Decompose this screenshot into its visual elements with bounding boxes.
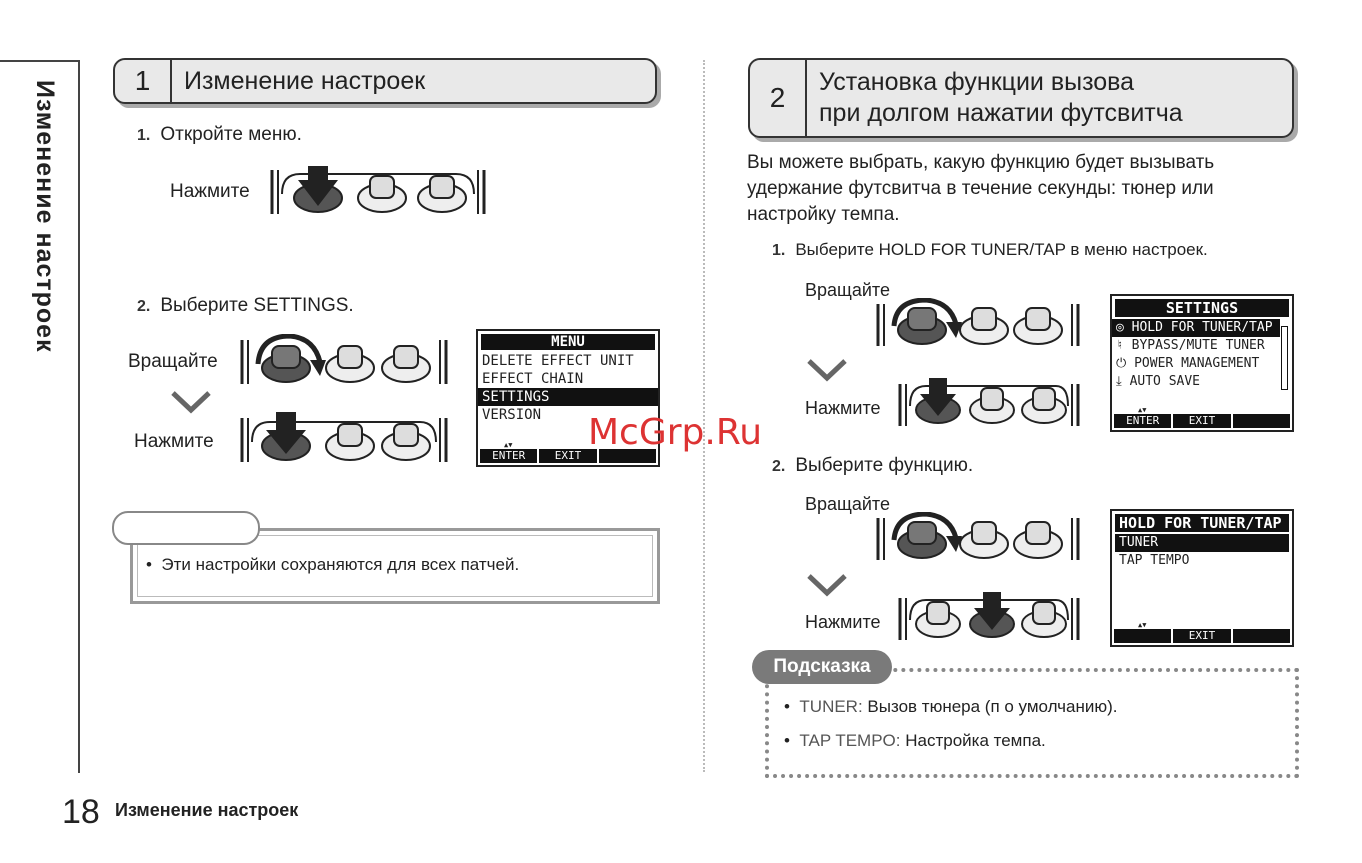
section2-header: 2 Установка функции вызова при долгом на… (748, 58, 1294, 138)
lcd-row: DELETE EFFECT UNIT (482, 353, 634, 369)
step-number: 1. (772, 242, 786, 259)
tip-item: • TAP TEMPO: Настройка темпа. (784, 731, 1046, 750)
lcd-footer-blank (1114, 629, 1172, 643)
pedal-board-press-center-icon (898, 592, 1080, 640)
step-text: Выберите HOLD FOR TUNER/TAP в меню настр… (795, 240, 1208, 259)
lcd-footer-blank (1232, 629, 1290, 643)
lcd-row: VERSION (482, 407, 542, 423)
step-text: Откройте меню. (160, 124, 302, 145)
section1-step1: 1. Откройте меню. (137, 124, 302, 146)
lcd-header: HOLD FOR TUNER/TAP (1115, 514, 1289, 532)
lcd-row: EFFECT CHAIN (482, 371, 584, 387)
lcd-footer: ENTER EXIT (1114, 414, 1290, 428)
section1-step2: 2. Выберите SETTINGS. (137, 295, 354, 317)
press-label: Нажмите (170, 181, 250, 202)
lcd-arrows: ▲▼ (1138, 406, 1147, 414)
section1-number: 1 (115, 60, 172, 102)
lcd-header: SETTINGS (1115, 299, 1289, 317)
step-number: 2. (772, 458, 786, 475)
lcd-row: TAP TEMPO (1119, 553, 1190, 568)
press-label: Нажмите (134, 431, 214, 452)
lcd-arrows: ▲▼ (504, 441, 513, 449)
step-number: 2. (137, 298, 151, 315)
section2-title: Установка функции вызова при долгом нажа… (819, 68, 1183, 127)
pedal-board-rotate-left-icon (240, 334, 448, 384)
lcd-footer-enter: ENTER (1114, 414, 1172, 428)
section2-intro: Вы можете выбрать, какую функцию будет в… (747, 152, 1215, 225)
section1-title: Изменение настроек (184, 66, 426, 95)
tip-key: TUNER: (799, 697, 863, 716)
lcd-row-selected: SETTINGS (478, 388, 658, 406)
section2-step2: 2. Выберите функцию. (772, 455, 973, 477)
lcd-row: ⏻ POWER MANAGEMENT (1116, 356, 1260, 371)
top-rule (0, 60, 80, 62)
lcd-row: ⤓ AUTO SAVE (1116, 374, 1201, 389)
lcd-footer-blank (598, 449, 656, 463)
lcd-row-selected: ◎ HOLD FOR TUNER/TAP (1112, 319, 1280, 337)
pedal-board-press-left-icon (270, 166, 486, 214)
chevron-down-icon (171, 391, 211, 414)
lcd-row: ♮ BYPASS/MUTE TUNER (1116, 338, 1265, 353)
lcd-footer-exit: EXIT (1173, 414, 1231, 428)
note-text: • Эти настройки сохраняются для всех пат… (146, 555, 520, 574)
tip-text: Вызов тюнера (п о умолчанию). (862, 697, 1118, 716)
lcd-scrollbar (1281, 326, 1288, 390)
lcd-footer-blank (1232, 414, 1290, 428)
tip-item: • TUNER: Вызов тюнера (п о умолчанию). (784, 697, 1118, 716)
section1-header: 1 Изменение настроек (113, 58, 657, 104)
lcd-row-selected: TUNER (1115, 534, 1289, 552)
step-text: Выберите SETTINGS. (160, 295, 354, 316)
lcd-settings: SETTINGS ◎ HOLD FOR TUNER/TAP ♮ BYPASS/M… (1110, 294, 1294, 432)
section2-step1: 1. Выберите HOLD FOR TUNER/TAP в меню нас… (772, 240, 1208, 260)
side-rule (78, 60, 80, 773)
watermark: McGrp.Ru (588, 412, 763, 453)
lcd-hold-for-tuner: HOLD FOR TUNER/TAP TUNER TAP TEMPO ▲▼ EX… (1110, 509, 1294, 647)
lcd-header: MENU (481, 334, 655, 350)
note-line: Эти настройки сохраняются для всех патче… (161, 555, 520, 574)
rotate-label: Вращайте (805, 280, 890, 300)
lcd-menu: MENU DELETE EFFECT UNIT EFFECT CHAIN SET… (476, 329, 660, 467)
press-label: Нажмите (805, 398, 881, 418)
tip-text: Настройка темпа. (900, 731, 1046, 750)
column-divider (703, 60, 705, 772)
lcd-arrows: ▲▼ (1138, 621, 1147, 629)
lcd-footer-enter: ENTER (480, 449, 538, 463)
step-text: Выберите функцию. (795, 455, 974, 476)
rotate-label: Вращайте (805, 494, 890, 514)
chevron-down-icon (807, 574, 847, 597)
tip-label: Подсказка (752, 650, 892, 684)
lcd-footer: EXIT (1114, 629, 1290, 643)
pedal-board-press-left-icon (240, 412, 448, 462)
press-label: Нажмите (805, 612, 881, 632)
lcd-footer-exit: EXIT (539, 449, 597, 463)
page-number: 18 (62, 793, 100, 831)
section2-number: 2 (750, 60, 807, 136)
tip-box (765, 668, 1299, 778)
lcd-footer-exit: EXIT (1173, 629, 1231, 643)
note-box (130, 528, 660, 604)
pedal-board-press-left-icon (898, 378, 1080, 426)
lcd-footer: ENTER EXIT (480, 449, 656, 463)
side-title: Изменение настроек (31, 80, 59, 353)
pedal-board-rotate-left-icon (876, 298, 1080, 346)
step-number: 1. (137, 127, 151, 144)
chevron-down-icon (807, 359, 847, 382)
footer-label: Изменение настроек (115, 800, 299, 820)
rotate-label: Вращайте (128, 351, 218, 372)
note-tab (112, 511, 260, 545)
tip-key: TAP TEMPO: (799, 731, 901, 750)
pedal-board-rotate-left-icon (876, 512, 1080, 560)
